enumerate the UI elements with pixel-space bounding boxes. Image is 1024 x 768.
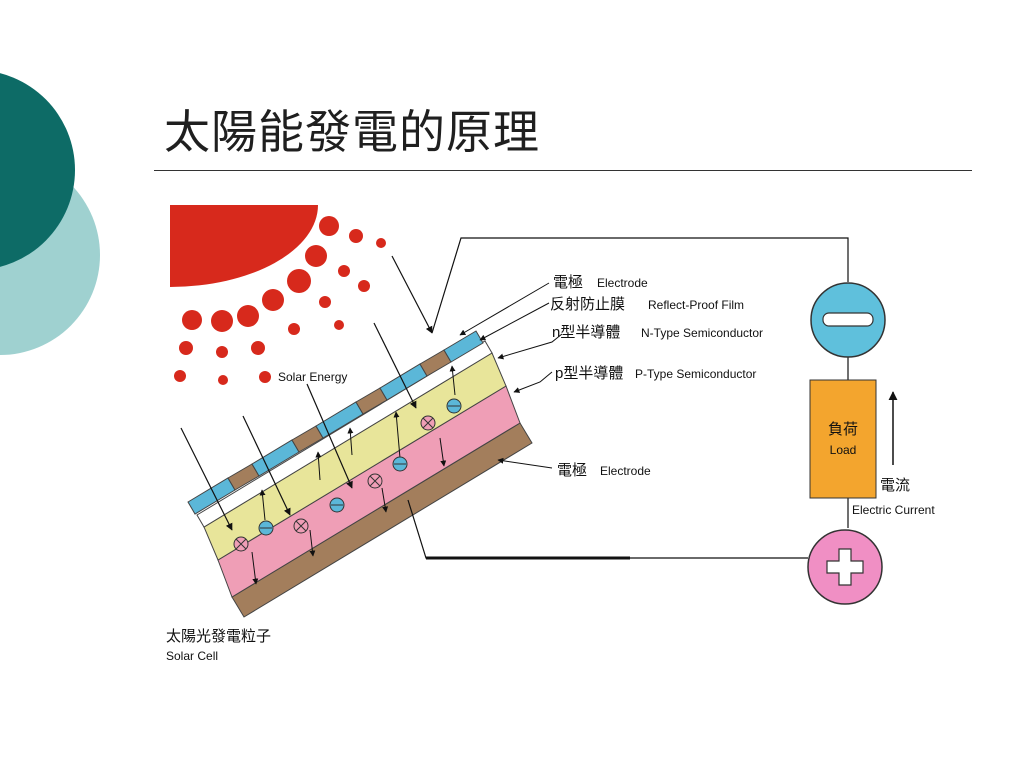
light-ray-arrows — [180, 255, 433, 531]
title-divider — [154, 170, 972, 171]
carrier-arrows — [251, 365, 456, 585]
label-solar-energy: Solar Energy — [278, 370, 347, 384]
svg-text:電極: 電極 — [553, 274, 583, 291]
load-label-zh: 負荷 — [828, 421, 858, 438]
svg-text:Electrode: Electrode — [597, 276, 648, 290]
svg-text:Reflect-Proof Film: Reflect-Proof Film — [648, 298, 744, 312]
caption-solar-cell-zh: 太陽光發電粒子 — [166, 628, 271, 645]
slide-title: 太陽能發電的原理 — [164, 105, 540, 159]
callout-lines — [459, 282, 563, 469]
minus-terminal-icon — [810, 282, 886, 358]
holes — [233, 415, 436, 552]
svg-text:p型半導體: p型半導體 — [555, 365, 623, 382]
top-film-and-electrodes — [187, 330, 484, 515]
sun — [170, 205, 318, 287]
callout-electrode-top: 電極 Electrode — [553, 274, 648, 291]
deco-circle-dark — [0, 73, 75, 267]
callout-p-type: p型半導體 P-Type Semiconductor — [555, 365, 756, 382]
caption-solar-cell-en: Solar Cell — [166, 649, 218, 663]
callout-n-type: n型半導體 N-Type Semiconductor — [552, 324, 763, 341]
callout-reflect-proof-film: 反射防止膜 Reflect-Proof Film — [550, 296, 744, 313]
label-current-en: Electric Current — [852, 503, 935, 517]
plus-terminal-icon — [807, 529, 883, 605]
load-label-en: Load — [830, 443, 857, 457]
svg-text:n型半導體: n型半導體 — [552, 324, 620, 341]
callout-electrode-bottom: 電極 Electrode — [557, 462, 651, 479]
svg-text:反射防止膜: 反射防止膜 — [550, 296, 625, 313]
label-current-zh: 電流 — [880, 477, 910, 494]
electrons — [258, 398, 462, 536]
load-box — [809, 379, 877, 499]
sunlight-particles — [174, 216, 386, 385]
svg-text:Electrode: Electrode — [600, 464, 651, 478]
svg-text:P-Type Semiconductor: P-Type Semiconductor — [635, 367, 756, 381]
svg-text:電極: 電極 — [557, 462, 587, 479]
svg-text:N-Type Semiconductor: N-Type Semiconductor — [641, 326, 763, 340]
